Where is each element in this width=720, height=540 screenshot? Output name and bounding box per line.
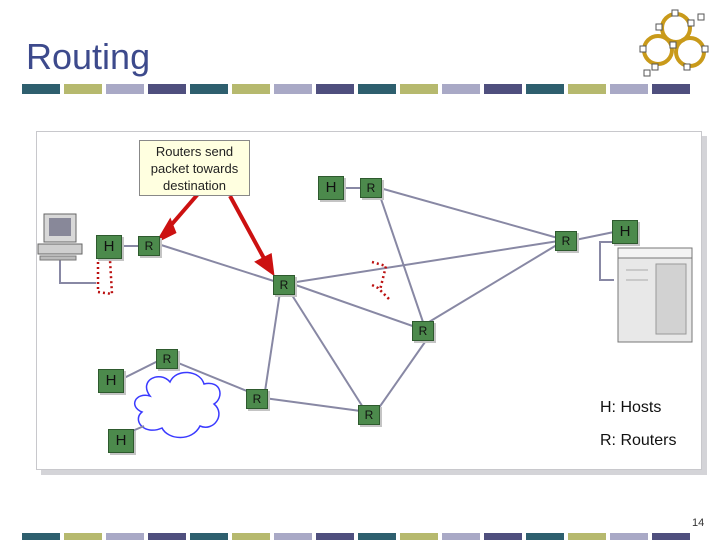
legend-routers: R: Routers	[600, 432, 677, 449]
arrow-head	[154, 217, 177, 244]
router-node: R	[360, 178, 382, 198]
arrow-head	[254, 252, 275, 277]
link	[263, 397, 369, 413]
link	[289, 239, 566, 284]
cloud-network-icon	[133, 371, 221, 439]
callout-box: Routers send packet towards destination	[139, 140, 250, 196]
router-node: R	[412, 321, 434, 341]
router-node: R	[358, 405, 380, 425]
link	[289, 291, 367, 413]
link	[263, 291, 281, 399]
link	[59, 258, 96, 284]
router-node: R	[246, 389, 268, 409]
link	[423, 239, 566, 326]
server-tower-icon	[617, 247, 693, 343]
host-node: H	[98, 369, 124, 393]
page-number: 14	[692, 517, 705, 529]
desktop-computer-icon	[37, 213, 83, 261]
host-node: H	[96, 235, 122, 259]
slide-title: Routing	[26, 36, 151, 77]
top-stripe	[22, 84, 690, 94]
link	[289, 282, 425, 331]
link	[375, 331, 433, 413]
packet-trail	[369, 260, 391, 301]
router-node: R	[555, 231, 577, 251]
bottom-stripe	[22, 533, 690, 540]
packet-trail	[96, 259, 114, 296]
router-node: R	[138, 236, 160, 256]
link	[157, 243, 281, 284]
router-node: R	[156, 349, 178, 369]
link	[574, 231, 615, 241]
host-node: H	[108, 429, 134, 453]
host-node: H	[612, 220, 638, 244]
arrow	[228, 195, 268, 263]
network-logo-icon	[639, 9, 709, 77]
router-node: R	[273, 275, 295, 295]
link	[379, 187, 566, 241]
link	[379, 195, 425, 326]
legend-hosts: H: Hosts	[600, 399, 662, 416]
host-node: H	[318, 176, 344, 200]
